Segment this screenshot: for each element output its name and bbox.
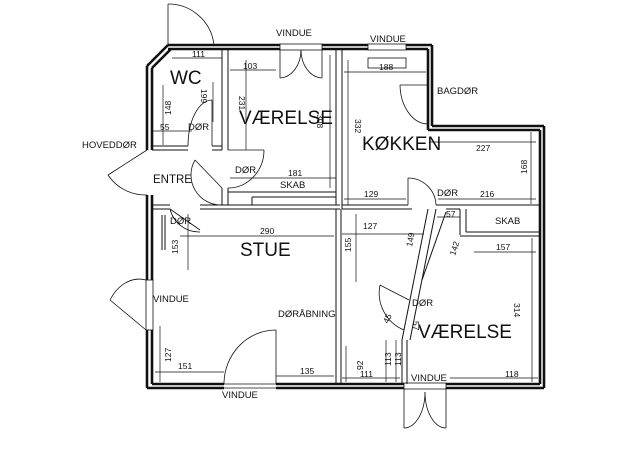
label-skab-vaerelse: SKAB xyxy=(280,180,305,191)
label-vindue-stue-left: VINDUE xyxy=(153,294,189,305)
dimension-lines xyxy=(152,55,538,382)
dim-111-top: 111 xyxy=(192,49,205,59)
dim-199: 199 xyxy=(199,89,209,103)
dim-168: 168 xyxy=(519,160,529,174)
dim-113-b: 113 xyxy=(393,352,403,366)
dim-332: 332 xyxy=(353,119,363,133)
label-dor-vaerelse: DØR xyxy=(235,165,256,176)
dim-148: 148 xyxy=(163,101,173,115)
label-dor-kokken: DØR xyxy=(437,188,458,199)
doors xyxy=(107,3,437,385)
dim-55: 55 xyxy=(160,122,170,132)
dim-92: 92 xyxy=(355,360,365,370)
dim-142: 142 xyxy=(447,240,461,257)
room-kokken: KØKKEN xyxy=(362,134,441,155)
dim-127-hall: 127 xyxy=(363,221,377,231)
dim-153: 153 xyxy=(170,240,180,254)
dim-181: 181 xyxy=(288,168,302,178)
dim-127-stue: 127 xyxy=(163,348,173,362)
dim-314: 314 xyxy=(512,303,522,317)
label-doraabning: DØRÅBNING xyxy=(278,309,336,320)
windows xyxy=(109,43,447,429)
dim-231: 231 xyxy=(237,96,247,110)
room-vaerelse-bottom: VÆRELSE xyxy=(418,322,512,343)
label-vindue-bottom-left: VINDUE xyxy=(222,390,258,401)
dim-155: 155 xyxy=(343,238,353,252)
label-bagdor: BAGDØR xyxy=(437,86,478,97)
dim-216: 216 xyxy=(480,189,494,199)
dim-149: 149 xyxy=(404,231,416,247)
label-hoveddor: HOVEDDØR xyxy=(82,140,137,151)
label-vindue-top-right: VINDUE xyxy=(370,34,406,45)
room-wc: WC xyxy=(170,68,202,89)
label-vindue-top-left: VINDUE xyxy=(276,28,312,39)
inner-walls xyxy=(152,49,540,384)
dim-157: 157 xyxy=(496,242,510,252)
label-dor-stue: DØR xyxy=(170,216,191,227)
dim-113-a: 113 xyxy=(383,352,393,366)
room-entre: ENTRE xyxy=(153,174,192,186)
dim-111-bottom: 111 xyxy=(360,369,373,379)
room-vaerelse-top: VÆRELSE xyxy=(239,108,333,129)
dim-118: 118 xyxy=(505,369,519,379)
dim-57-top: 57 xyxy=(446,209,456,219)
dim-45: 45 xyxy=(381,312,394,325)
dim-308: 308 xyxy=(315,114,325,128)
room-stue: STUE xyxy=(240,240,291,261)
label-dor-vaerelse-bottom: DØR xyxy=(412,298,433,309)
dim-57-bottom: 57 xyxy=(411,321,421,331)
label-vindue-bottom-right: VINDUE xyxy=(411,373,447,384)
dim-290: 290 xyxy=(260,226,274,236)
dim-135: 135 xyxy=(300,366,314,376)
dim-188: 188 xyxy=(379,62,393,72)
dim-129: 129 xyxy=(364,189,378,199)
dim-151: 151 xyxy=(178,361,192,371)
label-skab-kokken: SKAB xyxy=(495,216,520,227)
label-dor-wc: DØR xyxy=(188,122,209,133)
dim-227: 227 xyxy=(476,143,490,153)
dim-103: 103 xyxy=(243,61,257,71)
